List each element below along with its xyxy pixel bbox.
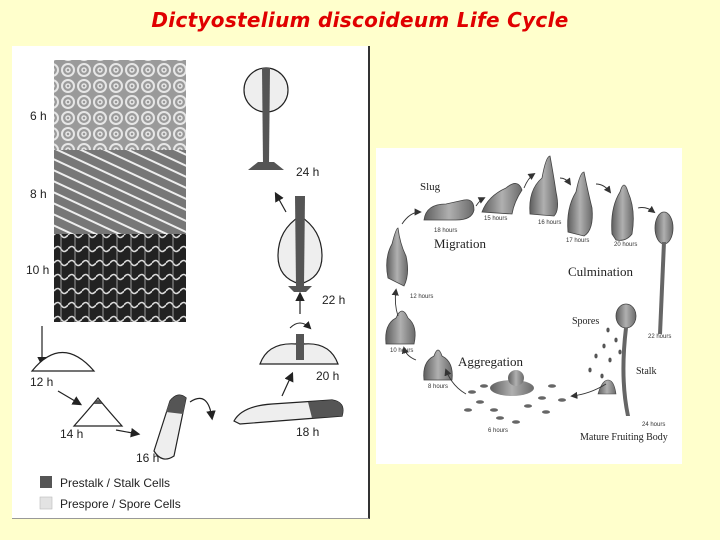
aggregation-8h-photo [54,150,186,234]
stalk-label: Stalk [636,366,657,377]
tipped-mound-14h-shape [72,397,124,427]
mature-stalk-shape [621,328,630,416]
timeline-svg: 6 h 8 h 10 h 12 h 14 h 16 h 18 h 20 h 22… [26,60,345,511]
time-18h-label: 18 hours [434,228,457,234]
stage-20h-label: 20 h [316,369,339,383]
mature-fruiting-body-label: Mature Fruiting Body [580,432,668,443]
stage-18h-label: 18 h [296,425,319,439]
stage-22h-label: 22 h [322,293,345,307]
time-17h-label: 17 hours [566,238,589,244]
migration-stage-2-shape [385,310,416,345]
culmination-stage-5-shape [654,211,674,245]
spores-label: Spores [572,316,599,327]
aggregating-amoebae [464,370,566,424]
arrow-22h-to-24h [274,191,287,213]
arrow-18h-to-20h [281,371,294,397]
arrow-migration-to-slug [401,208,422,225]
arrow-migration-2-to-1 [391,288,399,317]
developmental-timeline-panel: 6 h 8 h 10 h 12 h 14 h 16 h 18 h 20 h 22… [12,46,370,519]
stage-12h-label: 12 h [30,375,53,389]
arrow-culmination-2-to-3 [559,177,571,186]
stage-8h-label: 8 h [30,187,47,201]
migration-stage-1-shape [386,227,408,287]
life-cycle-svg: Slug Migration Culmination Spores Aggreg… [385,155,674,443]
time-22h-label: 22 hours [648,334,671,340]
page-title: Dictyostelium discoideum Life Cycle [151,8,569,32]
arrow-culmination-3-to-4 [595,183,612,194]
stage-10h-label: 10 h [26,263,49,277]
time-12h-label: 12 hours [410,294,433,300]
culmination-stage-2-shape [529,155,558,217]
time-24h-label: 24 hours [642,422,665,428]
legend-prespore-label: Prespore / Spore Cells [60,497,181,511]
culmination-stage-4-shape [611,184,634,241]
mature-sorus-shape [615,303,637,329]
migration-label: Migration [434,236,486,251]
arrow-12h-to-14h [57,390,83,406]
time-10h-label: 10 hours [390,348,413,354]
arrow-culmination-1-to-2 [523,173,536,189]
life-cycle-circle-panel: Slug Migration Culmination Spores Aggreg… [376,148,682,464]
time-6h-label: 6 hours [488,428,508,434]
stage-14h-label: 14 h [60,427,83,441]
time-20h-label: 20 hours [614,242,637,248]
aggregation-label: Aggregation [458,354,523,369]
legend-prestalk-swatch [40,476,52,488]
stage-24h-label: 24 h [296,165,319,179]
stage-6h-label: 6 h [30,109,47,123]
stage-16h-label: 16 h [136,451,159,465]
legend-prestalk-label: Prestalk / Stalk Cells [60,476,170,490]
arrow-16h-to-18h [189,397,216,421]
slug-label: Slug [420,181,441,193]
aggregation-10h-photo [54,234,186,322]
arrow-slug-to-culmination [475,197,486,207]
aggregation-6h-photo [54,60,186,150]
culmination-stage-3-shape [567,171,593,237]
mound-12h-shape [30,351,96,372]
time-16h-label: 16 hours [538,220,561,226]
legend-prespore-swatch [39,496,53,510]
arrow-spore-to-aggregation [570,383,607,399]
arrow-mound-to-migration-2 [401,346,417,361]
arrow-aggregation-to-mound [444,368,467,395]
arrow-14h-to-16h [115,427,141,438]
culmination-label: Culmination [568,264,634,279]
time-15h-label: 15 hours [484,216,507,222]
arrow-culmination-4-to-5 [637,205,656,214]
time-8h-label: 8 hours [428,384,448,390]
spores-scatter [588,327,622,379]
culmination-stage-1-shape [481,183,523,215]
slug-shape [423,199,475,221]
